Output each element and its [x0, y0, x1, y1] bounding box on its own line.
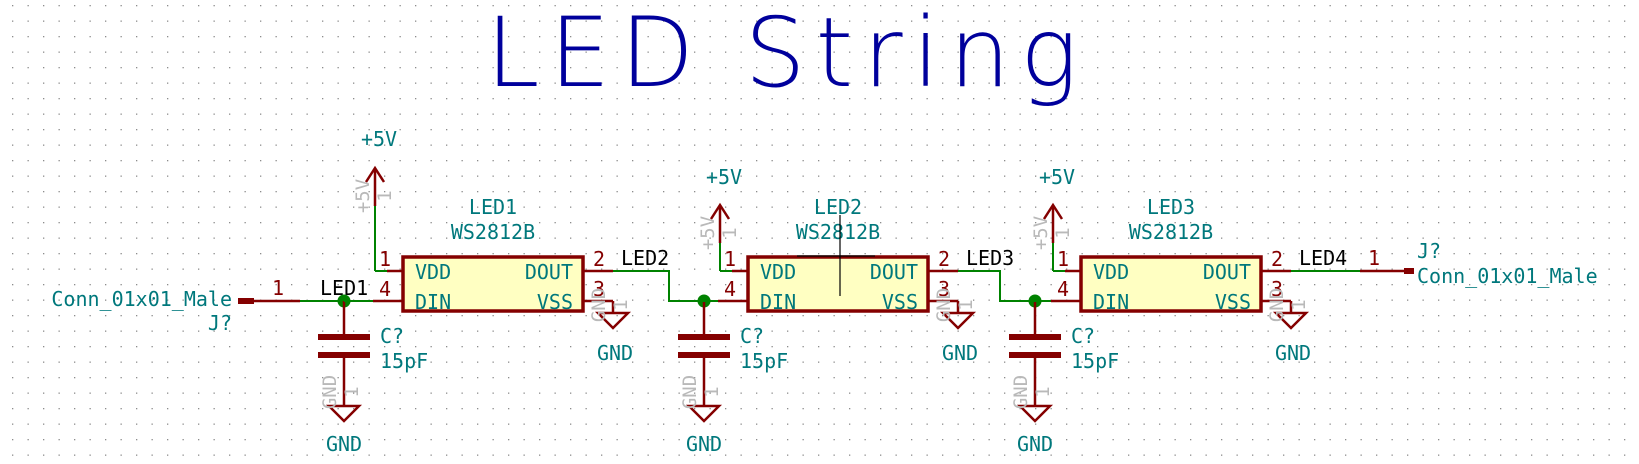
led-2-value: WS2812B: [796, 220, 880, 244]
wire-net-led3[interactable]: [958, 270, 1051, 302]
gnd-hidden-name: GND: [319, 375, 341, 409]
gnd-label: GND: [1275, 341, 1311, 365]
gnd-hidden-pin: 1: [341, 386, 363, 397]
gnd-hidden-name: GND: [1010, 375, 1032, 409]
power-5v-label: +5V: [361, 127, 397, 151]
grid: [12, 5, 1626, 456]
gnd-label: GND: [326, 432, 362, 456]
power-hidden-pin: 1: [719, 227, 741, 238]
gnd-hidden-name: GND: [588, 288, 610, 322]
gnd-label: GND: [1017, 432, 1053, 456]
ground-icon: [1272, 311, 1310, 330]
pin-number-2: 2: [938, 247, 950, 271]
power-hidden-name: +5V: [697, 216, 719, 250]
cap-reference: C?: [1071, 324, 1095, 348]
connector-left[interactable]: Conn_01x01_Male J? 1: [51, 276, 300, 335]
pin-name-vss: VSS: [882, 290, 918, 314]
cap-value: 15pF: [740, 349, 788, 373]
pin-number-1: 1: [724, 247, 736, 271]
pin-name-din: DIN: [760, 290, 796, 314]
led-3-reference: LED3: [1147, 195, 1195, 219]
connector-right[interactable]: 1 J? Conn_01x01_Male: [1360, 239, 1598, 288]
pin-name-dout: DOUT: [870, 260, 918, 284]
gnd-hidden-pin: 1: [701, 386, 723, 397]
gnd-hidden-pin: 1: [610, 299, 632, 310]
power-5v-label: +5V: [706, 165, 742, 189]
connector-left-value: Conn_01x01_Male: [51, 287, 232, 311]
pin-name-vss: VSS: [1215, 290, 1251, 314]
gnd-hidden-pin: 1: [1288, 299, 1310, 310]
pin-name-din: DIN: [415, 290, 451, 314]
pin-number-4: 4: [724, 277, 736, 301]
led-1-value: WS2812B: [451, 220, 535, 244]
led-3-body[interactable]: [1079, 255, 1263, 313]
pin-number-2: 2: [593, 247, 605, 271]
gnd-hidden-name: GND: [933, 288, 955, 322]
pin-name-vdd: VDD: [760, 260, 796, 284]
pin-name-vdd: VDD: [1093, 260, 1129, 284]
pin-name-vdd: VDD: [415, 260, 451, 284]
net-label-led2: LED2: [621, 246, 669, 270]
gnd-hidden-name: GND: [679, 375, 701, 409]
sheet-title: LED String: [486, 0, 1088, 109]
connector-right-ref: J?: [1417, 239, 1441, 263]
ground-icon: [1016, 404, 1054, 423]
pin-name-dout: DOUT: [525, 260, 573, 284]
ground-icon: [594, 311, 632, 330]
ground-icon: [325, 404, 363, 423]
gnd-label: GND: [686, 432, 722, 456]
cap-reference: C?: [740, 324, 764, 348]
connector-right-value: Conn_01x01_Male: [1417, 264, 1598, 288]
net-label-led4: LED4: [1299, 246, 1347, 270]
led-1-body[interactable]: [401, 255, 585, 313]
pin-number-3: 3: [593, 277, 605, 301]
connector-right-pin-number: 1: [1368, 246, 1380, 270]
pin-number-4: 4: [379, 277, 391, 301]
connector-left-ref: J?: [208, 311, 232, 335]
pin-name-vss: VSS: [537, 290, 573, 314]
pin-name-dout: DOUT: [1203, 260, 1251, 284]
led-2-reference: LED2: [814, 195, 862, 219]
power-hidden-pin: 1: [1052, 227, 1074, 238]
power-5v-label: +5V: [1039, 165, 1075, 189]
gnd-label: GND: [597, 341, 633, 365]
pin-number-2: 2: [1271, 247, 1283, 271]
pin-number-1: 1: [379, 247, 391, 271]
pin-number-4: 4: [1057, 277, 1069, 301]
cap-reference: C?: [380, 324, 404, 348]
power-arrow-icon: [709, 202, 731, 220]
power-hidden-pin: 1: [374, 190, 396, 201]
gnd-label: GND: [942, 341, 978, 365]
power-arrow-icon: [364, 165, 386, 183]
cap-value: 15pF: [380, 349, 428, 373]
ground-icon: [939, 311, 977, 330]
power-hidden-name: +5V: [1030, 216, 1052, 250]
pin-name-din: DIN: [1093, 290, 1129, 314]
gnd-hidden-pin: 1: [1032, 386, 1054, 397]
led-1-reference: LED1: [469, 195, 517, 219]
ground-icon: [685, 404, 723, 423]
power-hidden-name: +5V: [352, 179, 374, 213]
pin-number-3: 3: [938, 277, 950, 301]
connector-left-pin-number: 1: [272, 276, 284, 300]
gnd-hidden-name: GND: [1266, 288, 1288, 322]
pin-number-1: 1: [1057, 247, 1069, 271]
led-2-body[interactable]: [746, 255, 930, 313]
pin-number-3: 3: [1271, 277, 1283, 301]
power-arrow-icon: [1042, 202, 1064, 220]
led-3-value: WS2812B: [1129, 220, 1213, 244]
cap-value: 15pF: [1071, 349, 1119, 373]
net-label-led3: LED3: [966, 246, 1014, 270]
wire-net-led2[interactable]: [613, 270, 718, 302]
gnd-hidden-pin: 1: [955, 299, 977, 310]
